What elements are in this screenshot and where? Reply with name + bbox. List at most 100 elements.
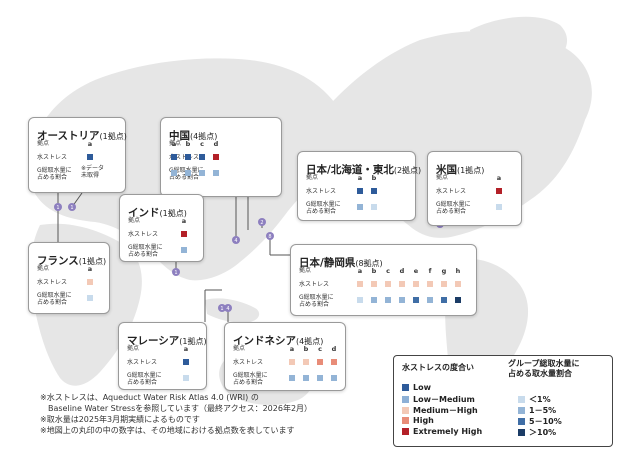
stress-square — [181, 231, 187, 237]
share-square — [87, 295, 93, 301]
site-name: 日本/北海道・東北 — [306, 164, 394, 176]
stress-label: 水ストレス — [306, 188, 337, 195]
share-label: G総取水量に 占める割合 — [306, 201, 341, 215]
site-marker — [54, 203, 62, 211]
share-square — [171, 170, 177, 176]
stress-label: 水ストレス — [37, 154, 68, 161]
stress-square — [385, 281, 391, 287]
site-marker — [232, 236, 240, 244]
legend-share-title: グループ総取水量に 占める取水量割合 — [508, 359, 580, 378]
site-column-letter: a — [87, 265, 93, 273]
stress-label: 水ストレス — [299, 281, 330, 288]
stress-square — [289, 359, 295, 365]
marker-count-label: 4 — [234, 238, 237, 244]
legend-share-item: 1－5% — [518, 405, 556, 416]
legend-label: High — [413, 416, 434, 425]
legend-share-item: 5－10% — [518, 416, 562, 427]
legend-swatch — [518, 407, 525, 414]
site-count: (1拠点) — [159, 209, 187, 218]
share-square — [413, 297, 419, 303]
legend-stress-item: Medium－High — [402, 405, 478, 416]
greenland-landmass — [470, 16, 568, 74]
stress-label: 水ストレス — [169, 154, 200, 161]
header-label: 拠点 — [128, 217, 141, 224]
footnote-4: ※地図上の丸印の中の数字は、その地域における拠点数を表しています — [40, 426, 295, 435]
site-count: (1拠点) — [179, 337, 207, 346]
stress-square — [199, 154, 205, 160]
share-label: G総取水量に 占める割合 — [233, 372, 268, 386]
site-title: オーストリア(1拠点) — [37, 124, 127, 143]
site-count: (1拠点) — [78, 257, 107, 266]
stress-label: 水ストレス — [37, 279, 68, 286]
marker-count-label: 1 — [220, 306, 223, 312]
legend-stress-item: Extremely High — [402, 427, 482, 436]
footnote-2: Baseline Water Stressを参照しています（最終アクセス：202… — [40, 404, 313, 413]
site-name: インド — [128, 207, 160, 219]
site-count: (4拠点) — [190, 132, 218, 141]
site-title: 日本/北海道・東北(2拠点) — [306, 158, 421, 177]
header-label: 拠点 — [127, 345, 140, 352]
site-column-letter: b — [303, 345, 309, 353]
site-column-letter: e — [413, 267, 419, 275]
share-square — [199, 170, 205, 176]
share-square — [357, 297, 363, 303]
stress-square — [185, 154, 191, 160]
legend-stress-title: 水ストレスの度合い — [402, 363, 474, 372]
legend-swatch — [402, 428, 409, 435]
site-count: (8拠点) — [355, 259, 383, 268]
site-title: 中国(4拠点) — [169, 124, 217, 143]
share-label: G総取水量に 占める割合 — [436, 201, 471, 215]
stress-square — [357, 281, 363, 287]
site-column-letter: c — [200, 140, 204, 148]
stress-square — [87, 154, 93, 160]
site-name: オーストリア — [37, 130, 100, 142]
share-label: G総取水量に 占める割合 — [127, 372, 162, 386]
site-name: 米国 — [436, 164, 457, 176]
share-square — [185, 170, 191, 176]
missing-data-note: ※データ 未取得 — [81, 165, 105, 179]
legend-swatch — [402, 384, 409, 391]
legend-share-item: ＞10% — [518, 427, 556, 438]
marker-count-label: 8 — [268, 234, 271, 240]
header-label: 拠点 — [37, 265, 50, 272]
site-column-letter: a — [357, 267, 363, 275]
share-label: G総取水量に 占める割合 — [299, 294, 334, 308]
footnote-3: ※取水量は2025年3月期実績によるものです — [40, 415, 200, 424]
site-column-letter: d — [213, 140, 219, 148]
site-column-letter: g — [441, 267, 447, 275]
marker-count-label: 2 — [260, 220, 263, 226]
site-column-letter: c — [386, 267, 390, 275]
site-column-letter: a — [183, 345, 189, 353]
site-marker — [218, 304, 226, 312]
stress-square — [455, 281, 461, 287]
stress-square — [87, 279, 93, 285]
stress-square — [413, 281, 419, 287]
legend-swatch — [402, 417, 409, 424]
site-column-letter: a — [496, 174, 502, 182]
site-marker — [258, 218, 266, 226]
site-title: マレーシア(1拠点) — [127, 329, 207, 348]
legend-label: Extremely High — [413, 427, 483, 436]
header-label: 拠点 — [306, 174, 319, 181]
site-title: インドネシア(4拠点) — [233, 329, 323, 348]
site-title: 米国(1拠点) — [436, 158, 484, 177]
header-label: 拠点 — [37, 140, 50, 147]
header-label: 拠点 — [436, 174, 449, 181]
legend-label: 5－10% — [529, 417, 562, 426]
site-count: (1拠点) — [457, 166, 485, 175]
share-square — [181, 247, 187, 253]
site-name: 中国 — [169, 130, 190, 142]
share-square — [331, 375, 337, 381]
legend-stress-item: Low－Medium — [402, 394, 475, 405]
legend-swatch — [518, 429, 525, 436]
sea-islands-landmass — [205, 298, 260, 323]
stress-square — [171, 154, 177, 160]
header-label: 拠点 — [233, 345, 246, 352]
footnote-1: ※水ストレスは、Aqueduct Water Risk Atlas 4.0 (W… — [40, 393, 259, 402]
site-column-letter: b — [371, 267, 377, 275]
legend-stress-item: Low — [402, 383, 431, 392]
